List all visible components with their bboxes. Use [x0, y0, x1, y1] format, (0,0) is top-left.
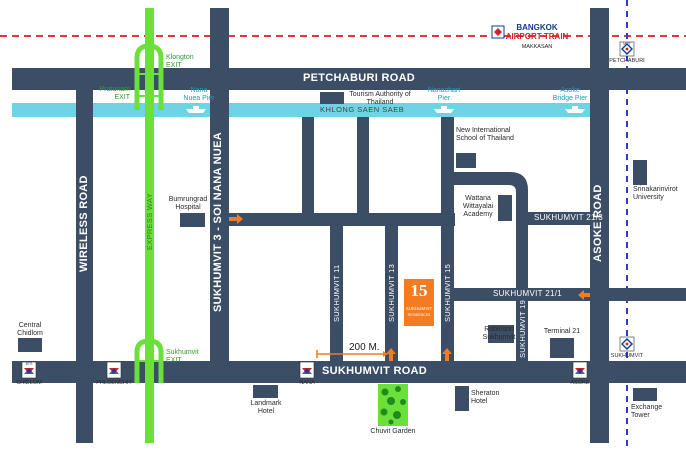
- nana-station-label: NANA: [299, 380, 315, 386]
- bts-logo-text: BTS: [25, 362, 33, 366]
- soi-b: [357, 117, 369, 213]
- soi-connector: [229, 213, 455, 226]
- chidlom-station-icon: [21, 361, 37, 379]
- airport-train-line2: AIRPORT TRAIN: [505, 32, 569, 41]
- soi21-3-road: [528, 212, 590, 225]
- srinakharinwirot-label: Srinakarinvirot University: [633, 186, 678, 201]
- soi3-road-label: SUKHUMVIT 3 - SOI NANA NUEA: [212, 131, 224, 312]
- makkasan-label: MAKKASAN: [521, 44, 553, 50]
- robinson-label: Robinson Sukhumvit: [482, 326, 516, 341]
- soi21-1-road: [454, 288, 686, 301]
- petchaburi-road: [12, 68, 686, 90]
- soi11-road: [330, 226, 343, 361]
- soi15-turn-arrow: [442, 348, 452, 361]
- nanachart-pier-boat-icon: [434, 106, 454, 113]
- distance-label: 200 M.: [349, 342, 380, 353]
- canal-label: KHLONG SAEN SAEB: [320, 105, 405, 114]
- pratunam-exit-label: Pratunam EXIT: [99, 86, 130, 101]
- exchange-building: [633, 388, 657, 401]
- nis-building: [456, 153, 476, 168]
- nis-label: New International School of Thailand: [456, 127, 514, 142]
- sukhumvit-mrt-label: SUKHUMVIT: [610, 353, 644, 359]
- nana-pier-label: Nana Nuea Pier: [183, 87, 215, 102]
- soi13-label: SUKHUMVIT 13: [387, 263, 396, 322]
- petchaburi-mrt-label: PETCHABURI: [609, 58, 645, 64]
- distance-marker: [316, 350, 388, 358]
- exchange-label: Exchange Tower: [631, 404, 663, 419]
- petchaburi-road-label: PETCHABURI ROAD: [303, 72, 416, 84]
- soi15-road: [441, 117, 454, 361]
- central-label: Central Chidlom: [17, 322, 43, 337]
- terminal21-building: [550, 338, 574, 358]
- landmark-label: Landmark Hotel: [250, 400, 282, 415]
- airport-train-label: BANGKOK AIRPORT TRAIN MAKKASAN: [504, 23, 570, 52]
- mrt-logo-text: MRT: [623, 42, 631, 46]
- asoke-road-label: ASOKE ROAD: [592, 184, 604, 262]
- wattana-label: Wattana Wittayalai Academy: [462, 195, 494, 218]
- robinson-building: [488, 325, 514, 343]
- wireless-road: [76, 90, 93, 443]
- terminal21-label: Terminal 21: [543, 328, 581, 335]
- hotel-name: SUKHUMVIT: [405, 306, 433, 311]
- garden-trees: [380, 386, 406, 425]
- bumrungrad-building: [180, 213, 205, 227]
- soi13-turn-arrow: [386, 348, 396, 361]
- soi3-entry-arrow: [229, 214, 243, 224]
- petchaburi-mrt-icon: [619, 41, 635, 57]
- sukhumvit-road: [12, 361, 686, 383]
- central-building: [18, 338, 42, 352]
- klongton-ramp: [134, 43, 164, 110]
- sheraton-label: Sheraton Hotel: [471, 390, 500, 405]
- klongton-exit-label: Klongton EXIT: [166, 54, 194, 69]
- asoke-pier-boat-icon: [565, 106, 585, 113]
- soi21-1-entry-arrow: [578, 290, 590, 300]
- bumrungrad-label: Bumrungrad Hospital: [168, 196, 208, 211]
- soi13-road: [385, 226, 398, 361]
- canal: [12, 103, 590, 117]
- chidlom-station-label: CHIDLOM: [16, 380, 42, 386]
- soi15-label: SUKHUMVIT 15: [443, 263, 452, 322]
- landmark-building: [253, 385, 278, 398]
- sukhumvit-exit-label: Sukhumvit EXIT: [166, 349, 199, 364]
- hotel-sub: RESIDENCES: [407, 313, 431, 317]
- sukhumvit-mrt-icon: [619, 336, 635, 352]
- asoke-road: [590, 8, 609, 443]
- chuvit-label: Chuvit Garden: [370, 428, 416, 435]
- soi-a: [302, 117, 314, 213]
- asoke-station-icon: [572, 361, 588, 379]
- soi21-3-label: SUKHUMVIT 21/3: [534, 213, 603, 222]
- phloenchit-station-icon: [106, 361, 122, 379]
- soi11-label: SUKHUMVIT 11: [332, 264, 341, 322]
- asoke-pier-label: Asoke Bridge Pier: [552, 87, 588, 102]
- wireless-road-label: WIRELESS ROAD: [78, 175, 90, 272]
- phloenchit-station-label: PHLOENCHIT: [96, 380, 132, 386]
- soi21-1-label: SUKHUMVIT 21/1: [493, 289, 562, 298]
- airport-train-line1: BANGKOK: [516, 23, 558, 32]
- expressway-label: EXPRESS WAY: [145, 192, 154, 250]
- srinakharinwirot-building: [633, 160, 647, 185]
- nana-station-icon: [299, 361, 315, 379]
- soi19-road: [454, 172, 528, 361]
- tat-label: Tourism Authority of Thailand: [349, 91, 411, 106]
- nana-pier-boat-icon: [186, 106, 206, 113]
- hotel-marker[interactable]: 15 SUKHUMVIT RESIDENCES: [404, 279, 434, 326]
- wattana-building: [498, 195, 512, 221]
- airport-train-icon: [491, 25, 505, 39]
- soi3-road: [210, 8, 229, 361]
- sukhumvit-road-label: SUKHUMVIT ROAD: [322, 365, 428, 377]
- sheraton-building: [455, 386, 469, 411]
- expressway: [145, 8, 154, 443]
- asoke-station-label: ASOKE: [570, 380, 590, 386]
- nanachart-pier-label: Nanachart Pier: [427, 87, 461, 102]
- tat-building: [320, 92, 344, 104]
- hotel-number: 15: [410, 281, 428, 300]
- sukhumvit-ramp: [134, 338, 164, 383]
